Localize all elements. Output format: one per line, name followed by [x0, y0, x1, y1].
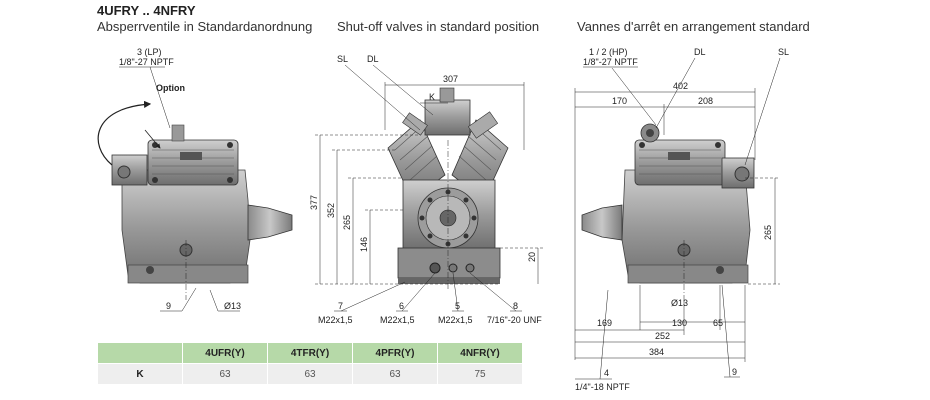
label-item-8: 8	[513, 301, 518, 311]
label-item-4-thread: 1/4"-18 NPTF	[575, 382, 630, 392]
label-item-9-left: 9	[166, 301, 171, 311]
table-cell: 63	[267, 363, 353, 385]
compressor-right-view	[581, 123, 755, 300]
subtitle-german: Absperrventile in Standardanordnung	[97, 19, 313, 34]
table-cell: 63	[182, 363, 268, 385]
label-item-7-thread: M22x1,5	[318, 315, 353, 325]
dim-265-right: 265	[763, 225, 773, 240]
compressor-front-view	[387, 87, 509, 290]
label-item-8-thread: 7/16"-20 UNF	[487, 315, 542, 325]
series-title: 4UFRY .. 4NFRY	[97, 3, 196, 18]
dim-146: 146	[359, 237, 369, 252]
table-header-cell: 4UFR(Y)	[182, 342, 268, 364]
label-sl-front: SL	[337, 54, 348, 64]
dim-252: 252	[655, 331, 670, 341]
dim-170: 170	[612, 96, 627, 106]
dim-208: 208	[698, 96, 713, 106]
label-dl-front: DL	[367, 54, 379, 64]
dim-169: 169	[597, 318, 612, 328]
label-dl-right: DL	[694, 47, 706, 57]
dim-20: 20	[527, 252, 537, 262]
table-header-cell: 4PFR(Y)	[352, 342, 438, 364]
dim-377: 377	[309, 195, 319, 210]
label-k: K	[429, 92, 435, 102]
label-option: Option	[156, 83, 185, 93]
dim-265-front: 265	[342, 215, 352, 230]
label-item-7: 7	[338, 301, 343, 311]
table-row: K 63 63 63 75	[97, 363, 523, 385]
table-cell: 75	[437, 363, 523, 385]
subtitle-french: Vannes d'arrêt en arrangement standard	[577, 19, 810, 34]
table-cell: 63	[352, 363, 438, 385]
dim-65: 65	[713, 318, 723, 328]
label-dia-13-left: Ø13	[224, 301, 241, 311]
k-dimension-table: 4UFR(Y) 4TFR(Y) 4PFR(Y) 4NFR(Y) K 63 63 …	[97, 342, 523, 385]
dim-130: 130	[672, 318, 687, 328]
subtitle-english: Shut-off valves in standard position	[337, 19, 540, 34]
dim-402: 402	[673, 81, 688, 91]
dim-307: 307	[443, 74, 458, 84]
dim-352: 352	[326, 203, 336, 218]
label-12-hp: 1 / 2 (HP)	[589, 47, 628, 57]
label-item-5-thread: M22x1,5	[438, 315, 473, 325]
label-item-6: 6	[399, 301, 404, 311]
table-row-label: K	[97, 363, 183, 385]
table-header-row: 4UFR(Y) 4TFR(Y) 4PFR(Y) 4NFR(Y)	[97, 342, 523, 364]
label-3-lp: 3 (LP)	[137, 47, 162, 57]
label-3-thread: 1/8"-27 NPTF	[119, 57, 174, 67]
table-header-cell: 4TFR(Y)	[267, 342, 353, 364]
label-sl-right: SL	[778, 47, 789, 57]
label-item-9-right: 9	[732, 367, 737, 377]
label-12-thread: 1/8"-27 NPTF	[583, 57, 638, 67]
label-dia-13-right: Ø13	[671, 298, 688, 308]
label-item-6-thread: M22x1,5	[380, 315, 415, 325]
table-header-empty	[97, 342, 183, 364]
compressor-left-view	[97, 100, 293, 300]
table-header-cell: 4NFR(Y)	[437, 342, 523, 364]
dim-384: 384	[649, 347, 664, 357]
label-item-5: 5	[455, 301, 460, 311]
label-item-4: 4	[604, 368, 609, 378]
